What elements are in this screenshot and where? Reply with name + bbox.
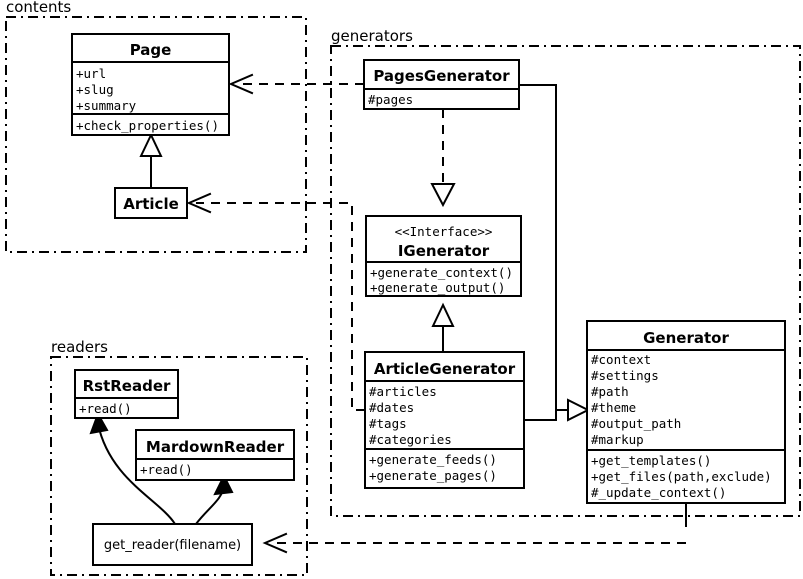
class-page[interactable]: Page +url +slug +summary +check_properti… — [71, 33, 230, 136]
class-mardownreader-operation: +read() — [140, 462, 193, 477]
class-mardownreader-frame[interactable] — [135, 429, 295, 481]
class-generator-operation: #_update_context() — [591, 485, 726, 500]
relation-getreader-creates-rstreader — [89, 411, 176, 525]
class-articlegenerator-attribute: #dates — [369, 400, 414, 415]
class-generator-attribute: #path — [591, 384, 629, 399]
relation-pagesgenerator-depends-page — [228, 73, 364, 95]
class-page-attribute: +slug — [76, 82, 114, 97]
class-generator-attribute: #markup — [591, 432, 644, 447]
class-articlegenerator-attribute: #articles — [369, 384, 437, 399]
function-get-reader-frame[interactable] — [92, 523, 253, 566]
class-pagesgenerator[interactable]: PagesGenerator #pages — [363, 59, 520, 110]
class-generator-attribute: #output_path — [591, 416, 681, 431]
function-get-reader-label: get_reader(filename) — [104, 538, 241, 553]
class-article[interactable]: Article — [114, 187, 188, 219]
relation-pagesgenerator-generalizes-generator — [519, 84, 591, 422]
class-articlegenerator-frame[interactable] — [364, 351, 525, 489]
class-mardownreader[interactable]: MardownReader +read() — [135, 429, 295, 481]
class-generator-operation: +get_templates() — [591, 453, 711, 468]
package-contents-border — [5, 16, 307, 253]
class-igenerator-frame[interactable] — [365, 215, 522, 297]
relation-getreader-creates-mardownreader — [195, 473, 234, 525]
class-igenerator-operation: +generate_context() — [370, 265, 513, 280]
relation-generator-depends-getreader — [262, 503, 687, 554]
class-generator-operation: +get_files(path,exclude) — [591, 469, 772, 484]
class-pagesgenerator-title: PagesGenerator — [373, 67, 510, 85]
class-generator-attribute: #theme — [591, 400, 636, 415]
package-readers-label: readers — [51, 338, 108, 356]
class-articlegenerator-attribute: #categories — [369, 432, 452, 447]
package-generators-label: generators — [331, 27, 413, 45]
package-generators-border — [330, 45, 801, 517]
class-articlegenerator-operation: +generate_pages() — [369, 468, 497, 483]
class-page-title: Page — [130, 41, 172, 59]
class-igenerator[interactable]: <<Interface>> IGenerator +generate_conte… — [365, 215, 522, 297]
class-page-frame[interactable] — [71, 33, 230, 136]
class-mardownreader-title: MardownReader — [146, 438, 285, 456]
function-get-reader[interactable]: get_reader(filename) — [92, 523, 253, 566]
package-readers: readers — [50, 338, 308, 576]
relation-articlegenerator-depends-article — [186, 192, 365, 411]
class-articlegenerator-title: ArticleGenerator — [374, 360, 516, 378]
package-contents-label: contents — [6, 0, 71, 16]
class-generator-attribute: #settings — [591, 368, 659, 383]
class-rstreader-frame[interactable] — [74, 369, 179, 419]
relation-articlegenerator-generalizes-igenerator — [431, 302, 455, 352]
class-pagesgenerator-attribute: #pages — [368, 92, 413, 107]
class-generator-attribute: #context — [591, 352, 651, 367]
class-igenerator-stereotype: <<Interface>> — [395, 224, 493, 239]
package-readers-border — [50, 356, 308, 576]
class-page-attribute: +url — [76, 66, 106, 81]
class-rstreader[interactable]: RstReader +read() — [74, 369, 179, 419]
class-articlegenerator-attribute: #tags — [369, 416, 407, 431]
relation-pagesgenerator-realizes-igenerator — [430, 109, 456, 208]
class-page-attribute: +summary — [76, 98, 137, 113]
class-igenerator-operation: +generate_output() — [370, 280, 505, 295]
class-generator-frame[interactable] — [586, 320, 786, 504]
relation-article-generalizes-page — [139, 132, 163, 188]
class-igenerator-title: IGenerator — [398, 242, 490, 260]
package-generators: generators — [330, 27, 801, 517]
class-rstreader-operation: +read() — [79, 401, 132, 416]
class-generator-title: Generator — [643, 329, 729, 347]
class-rstreader-title: RstReader — [83, 377, 171, 395]
package-contents: contents — [5, 0, 307, 253]
class-pagesgenerator-frame[interactable] — [363, 59, 520, 110]
class-page-operation: +check_properties() — [76, 118, 219, 133]
class-article-title: Article — [123, 195, 179, 213]
class-article-frame[interactable] — [114, 187, 188, 219]
class-articlegenerator-operation: +generate_feeds() — [369, 452, 497, 467]
relation-articlegenerator-generalizes-generator — [524, 410, 557, 421]
class-generator[interactable]: Generator #context #settings #path #them… — [586, 320, 786, 504]
class-articlegenerator[interactable]: ArticleGenerator #articles #dates #tags … — [364, 351, 525, 489]
